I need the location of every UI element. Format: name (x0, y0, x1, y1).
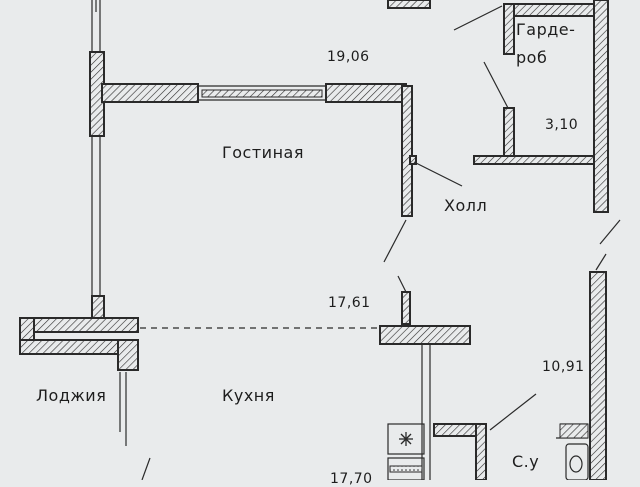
left-window-wall (89, 0, 105, 329)
area-kitchen-line: 17,61 (328, 295, 371, 311)
bathroom-walls (433, 393, 589, 480)
stove-icon (399, 432, 413, 446)
room-garderob-label-1: Гарде- (516, 20, 576, 39)
area-garderob: 3,10 (545, 117, 579, 133)
right-exterior-wall (589, 0, 621, 480)
room-hall-label: Холл (444, 196, 488, 215)
living-hall-partition (383, 85, 463, 325)
area-living: 19,06 (327, 49, 370, 65)
room-kitchen-label: Кухня (222, 386, 275, 405)
room-garderob-label-2: роб (516, 48, 548, 67)
living-top-wall (101, 83, 407, 103)
garderob-walls (453, 3, 595, 165)
kitchen-loggia-wall (19, 317, 471, 446)
room-loggia-label: Лоджия (36, 386, 107, 405)
area-hall: 10,91 (542, 359, 585, 375)
top-left-frame (387, 0, 431, 9)
kitchen-partition (141, 344, 431, 480)
area-bottom-cut: 17,70 (330, 471, 373, 487)
toilet-icon (565, 443, 589, 480)
room-bathroom-label: С.у (512, 452, 540, 471)
room-living-label: Гостиная (222, 143, 304, 162)
